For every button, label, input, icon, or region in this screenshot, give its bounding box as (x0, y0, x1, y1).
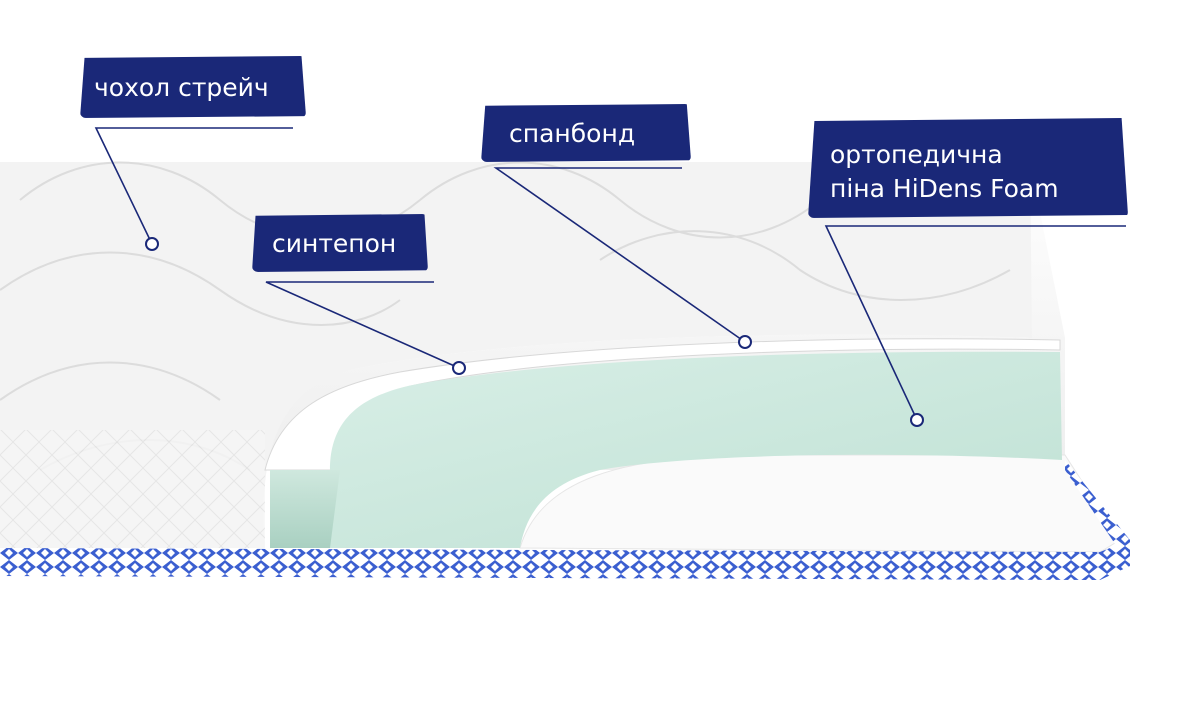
foam-core-top (270, 351, 1062, 548)
leader-line-spunbond (493, 167, 746, 343)
leader-lines (94, 127, 1126, 421)
label-cover-stretch: чохол стрейч (80, 56, 306, 118)
border-tape-right-edge (1065, 460, 1130, 566)
leader-line-foam (824, 225, 1126, 421)
label-cover-text: чохол стрейч (94, 73, 269, 102)
leader-dots (145, 237, 924, 427)
leader-line-cover (94, 127, 293, 245)
dot-spunbond (738, 335, 752, 349)
border-tape (0, 540, 1130, 580)
label-syntepon: синтепон (252, 214, 428, 272)
quilt-side-texture (0, 430, 265, 548)
dot-syntepon (452, 361, 466, 375)
label-spunbond-text: спанбонд (509, 119, 636, 148)
label-foam-text-line2: піна HiDens Foam (830, 174, 1059, 203)
label-foam-text-line1: ортопедична (830, 140, 1003, 169)
label-spunbond: спанбонд (481, 104, 691, 162)
foam-core-front (270, 470, 340, 548)
dot-foam (910, 413, 924, 427)
leader-line-syntepon (265, 281, 460, 369)
dot-cover (145, 237, 159, 251)
label-syntepon-text: синтепон (272, 229, 397, 258)
label-orthopedic-foam: ортопедична піна HiDens Foam (808, 118, 1128, 218)
